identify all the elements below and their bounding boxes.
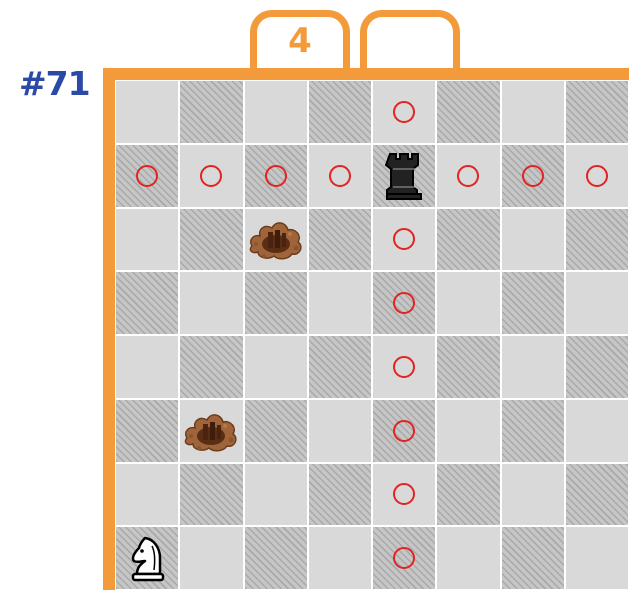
board-square[interactable] [501,399,565,463]
board-square[interactable] [565,335,629,399]
black-rook-icon[interactable] [373,145,435,207]
board-square[interactable] [565,463,629,527]
board-square[interactable] [436,271,500,335]
board-square[interactable] [565,399,629,463]
board-square[interactable] [565,526,629,590]
board-square[interactable] [115,80,179,144]
board-square[interactable] [501,463,565,527]
board-square[interactable] [501,271,565,335]
move-target-marker [200,165,222,187]
board-square[interactable] [179,526,243,590]
move-target-marker [393,292,415,314]
board-square[interactable] [115,526,179,590]
board-square[interactable] [115,144,179,208]
board-square[interactable] [372,208,436,272]
move-count-tab: 4 [250,10,350,74]
board-square[interactable] [244,271,308,335]
move-target-marker [522,165,544,187]
board-square[interactable] [501,526,565,590]
move-target-marker [329,165,351,187]
move-target-marker [393,547,415,569]
move-target-marker [393,483,415,505]
white-knight-icon[interactable] [116,527,178,589]
board-square[interactable] [244,80,308,144]
chess-board-frame [103,68,629,590]
board-square[interactable] [115,463,179,527]
board-square[interactable] [372,399,436,463]
board-square[interactable] [244,526,308,590]
board-square[interactable] [115,208,179,272]
puzzle-number: #71 [19,64,90,103]
move-target-marker [393,356,415,378]
board-square[interactable] [565,271,629,335]
board-square[interactable] [565,208,629,272]
board-square[interactable] [436,526,500,590]
board-square[interactable] [372,80,436,144]
board-square[interactable] [308,271,372,335]
board-square[interactable] [436,80,500,144]
board-square[interactable] [501,144,565,208]
answer-tab[interactable] [360,10,460,74]
board-square[interactable] [179,208,243,272]
move-target-marker [457,165,479,187]
board-square[interactable] [372,526,436,590]
dirt-hole-icon [245,209,307,271]
board-square[interactable] [244,399,308,463]
board-square[interactable] [179,80,243,144]
board-square[interactable] [501,80,565,144]
board-square[interactable] [115,271,179,335]
board-square[interactable] [308,463,372,527]
board-square[interactable] [179,335,243,399]
board-square[interactable] [436,399,500,463]
board-square[interactable] [372,144,436,208]
board-square[interactable] [501,208,565,272]
board-square[interactable] [372,271,436,335]
board-square[interactable] [244,208,308,272]
board-square[interactable] [244,463,308,527]
board-square[interactable] [436,144,500,208]
board-square[interactable] [244,335,308,399]
board-square[interactable] [179,399,243,463]
board-square[interactable] [308,80,372,144]
board-square[interactable] [501,335,565,399]
board-square[interactable] [179,463,243,527]
board-square[interactable] [179,144,243,208]
move-target-marker [136,165,158,187]
board-square[interactable] [308,208,372,272]
board-square[interactable] [372,335,436,399]
board-square[interactable] [372,463,436,527]
chess-board [115,80,629,590]
board-square[interactable] [179,271,243,335]
move-target-marker [265,165,287,187]
board-square[interactable] [436,335,500,399]
board-square[interactable] [565,144,629,208]
dirt-hole-icon [180,400,242,462]
board-square[interactable] [308,526,372,590]
board-square[interactable] [308,144,372,208]
board-square[interactable] [308,399,372,463]
board-square[interactable] [115,399,179,463]
board-square[interactable] [436,463,500,527]
board-square[interactable] [115,335,179,399]
move-target-marker [586,165,608,187]
board-square[interactable] [244,144,308,208]
board-square[interactable] [565,80,629,144]
move-target-marker [393,101,415,123]
board-square[interactable] [308,335,372,399]
board-square[interactable] [436,208,500,272]
move-target-marker [393,420,415,442]
move-target-marker [393,228,415,250]
